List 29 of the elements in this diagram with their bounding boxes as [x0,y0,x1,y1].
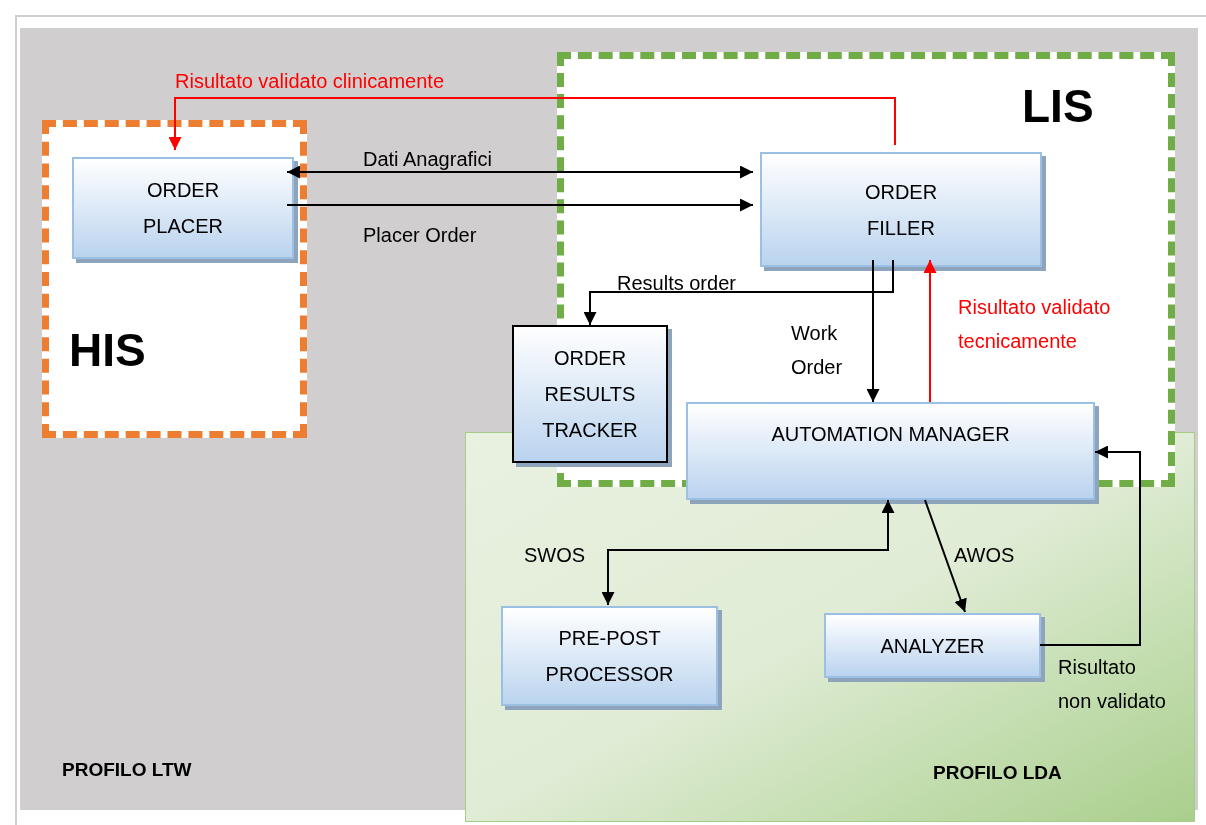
edge-label: AWOS [954,543,1016,568]
edge-label: Results order [617,271,737,296]
box-label: PRE-POST PROCESSOR [544,626,675,687]
edge-label: Placer Order [363,223,478,248]
arrow [286,198,754,212]
arrow [866,259,880,403]
arrow [168,97,896,151]
box-label: ORDER FILLER [863,179,939,241]
arrow [924,499,967,613]
edge-label: Risultato validato tecnicamente [958,295,1112,354]
box-label: ORDER RESULTS TRACKER [541,346,639,443]
system-boundary [42,120,307,438]
arrow [286,165,754,179]
region-title: LIS [1022,83,1094,129]
box-label: ANALYZER [880,633,985,659]
edge-label: Work Order [791,321,844,380]
arrow [1039,445,1141,646]
edge-label: SWOS [524,543,587,568]
arrow [583,259,894,326]
region-title: HIS [69,327,146,373]
arrow [601,499,895,606]
region-title: PROFILO LDA [933,761,1062,785]
edge-label: Risultato non validato [1058,655,1167,714]
edge-label: Dati Anagrafici [363,147,493,172]
region-title: PROFILO LTW [62,758,192,782]
box-label: AUTOMATION MANAGER [771,422,1010,447]
box-label: ORDER PLACER [142,178,224,239]
edge-label: Risultato validato clinicamente [175,69,446,94]
arrow [923,259,937,403]
